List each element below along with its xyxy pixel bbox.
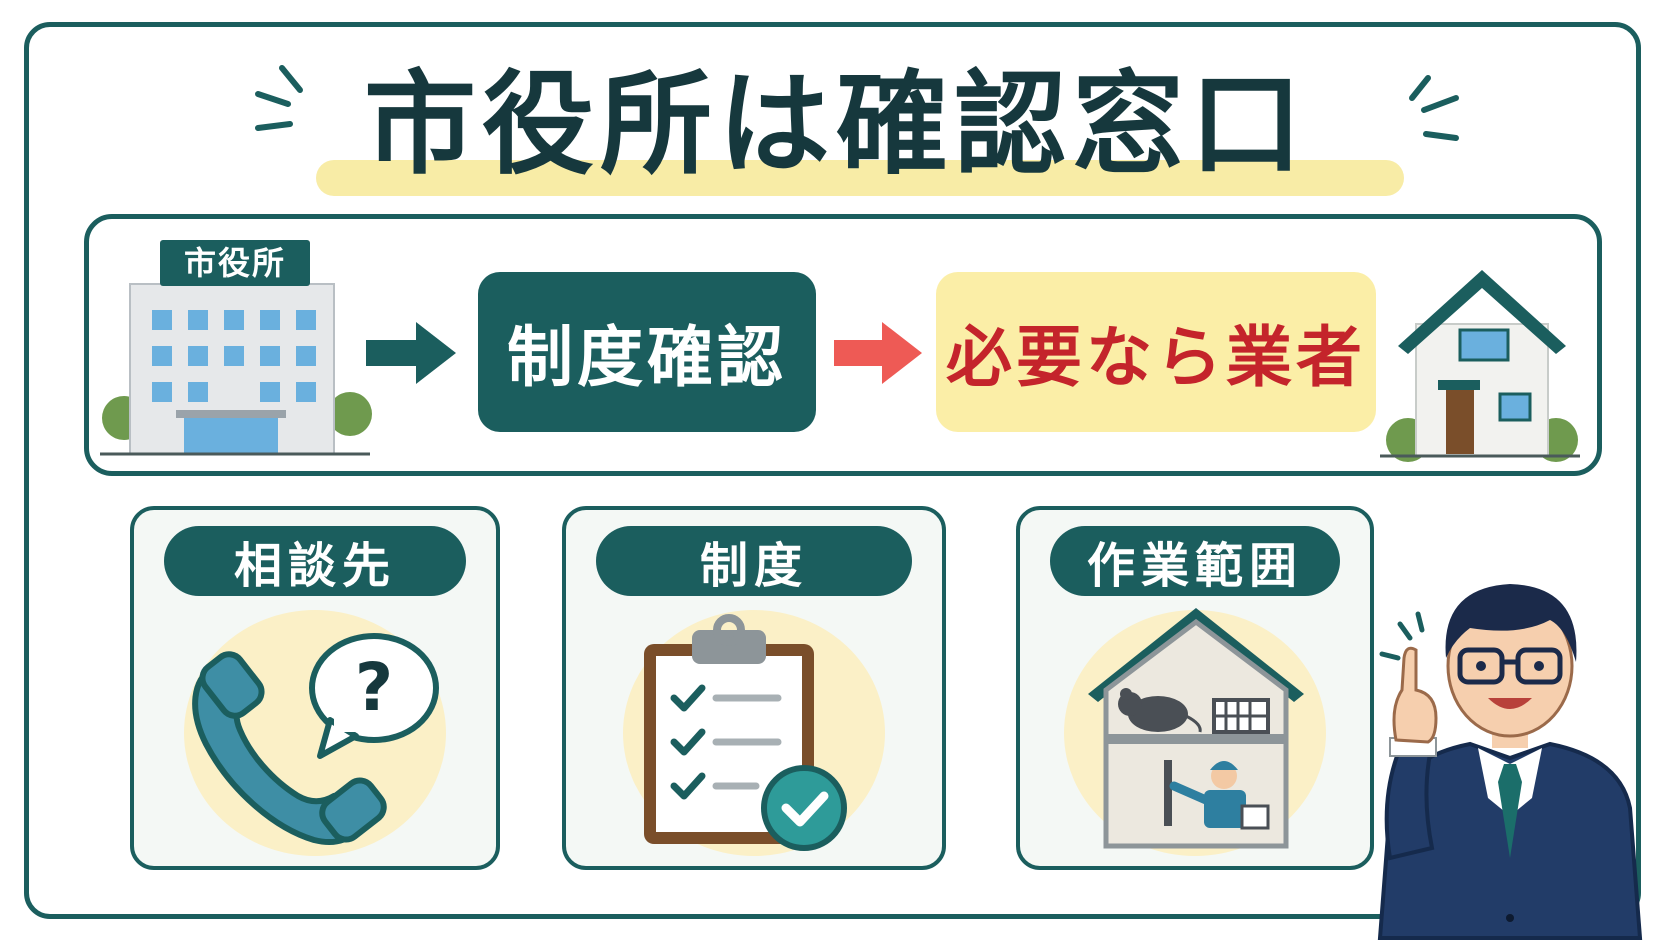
city-hall-icon xyxy=(100,240,372,456)
step-contractor-if-needed: 必要なら業者 xyxy=(936,272,1376,432)
phone-question-icon: ? xyxy=(192,633,439,845)
card-work-scope-label: 作業範囲 xyxy=(1050,526,1340,596)
card-system-label: 制度 xyxy=(596,526,912,596)
presenter-businessman-icon xyxy=(1377,584,1643,940)
card-work-scope: 作業範囲 xyxy=(1016,506,1374,870)
arrow-right-icon xyxy=(366,322,456,384)
card-consultation-label: 相談先 xyxy=(164,526,466,596)
title-highlight xyxy=(316,160,1404,196)
house-icon xyxy=(1380,270,1580,462)
title-area: 市役所は確認窓口 xyxy=(0,60,1672,200)
page-title: 市役所は確認窓口 xyxy=(364,60,1308,190)
card-system: 制度 xyxy=(562,506,946,870)
city-hall-sign: 市役所 xyxy=(183,244,286,282)
house-cross-section-icon xyxy=(1088,608,1304,849)
step-policy-check: 制度確認 xyxy=(478,272,816,432)
card-consultation: 相談先 ? xyxy=(130,506,500,870)
svg-text:?: ? xyxy=(355,649,393,726)
clipboard-check-icon xyxy=(644,614,847,851)
arrow-right-red-icon xyxy=(834,322,922,384)
